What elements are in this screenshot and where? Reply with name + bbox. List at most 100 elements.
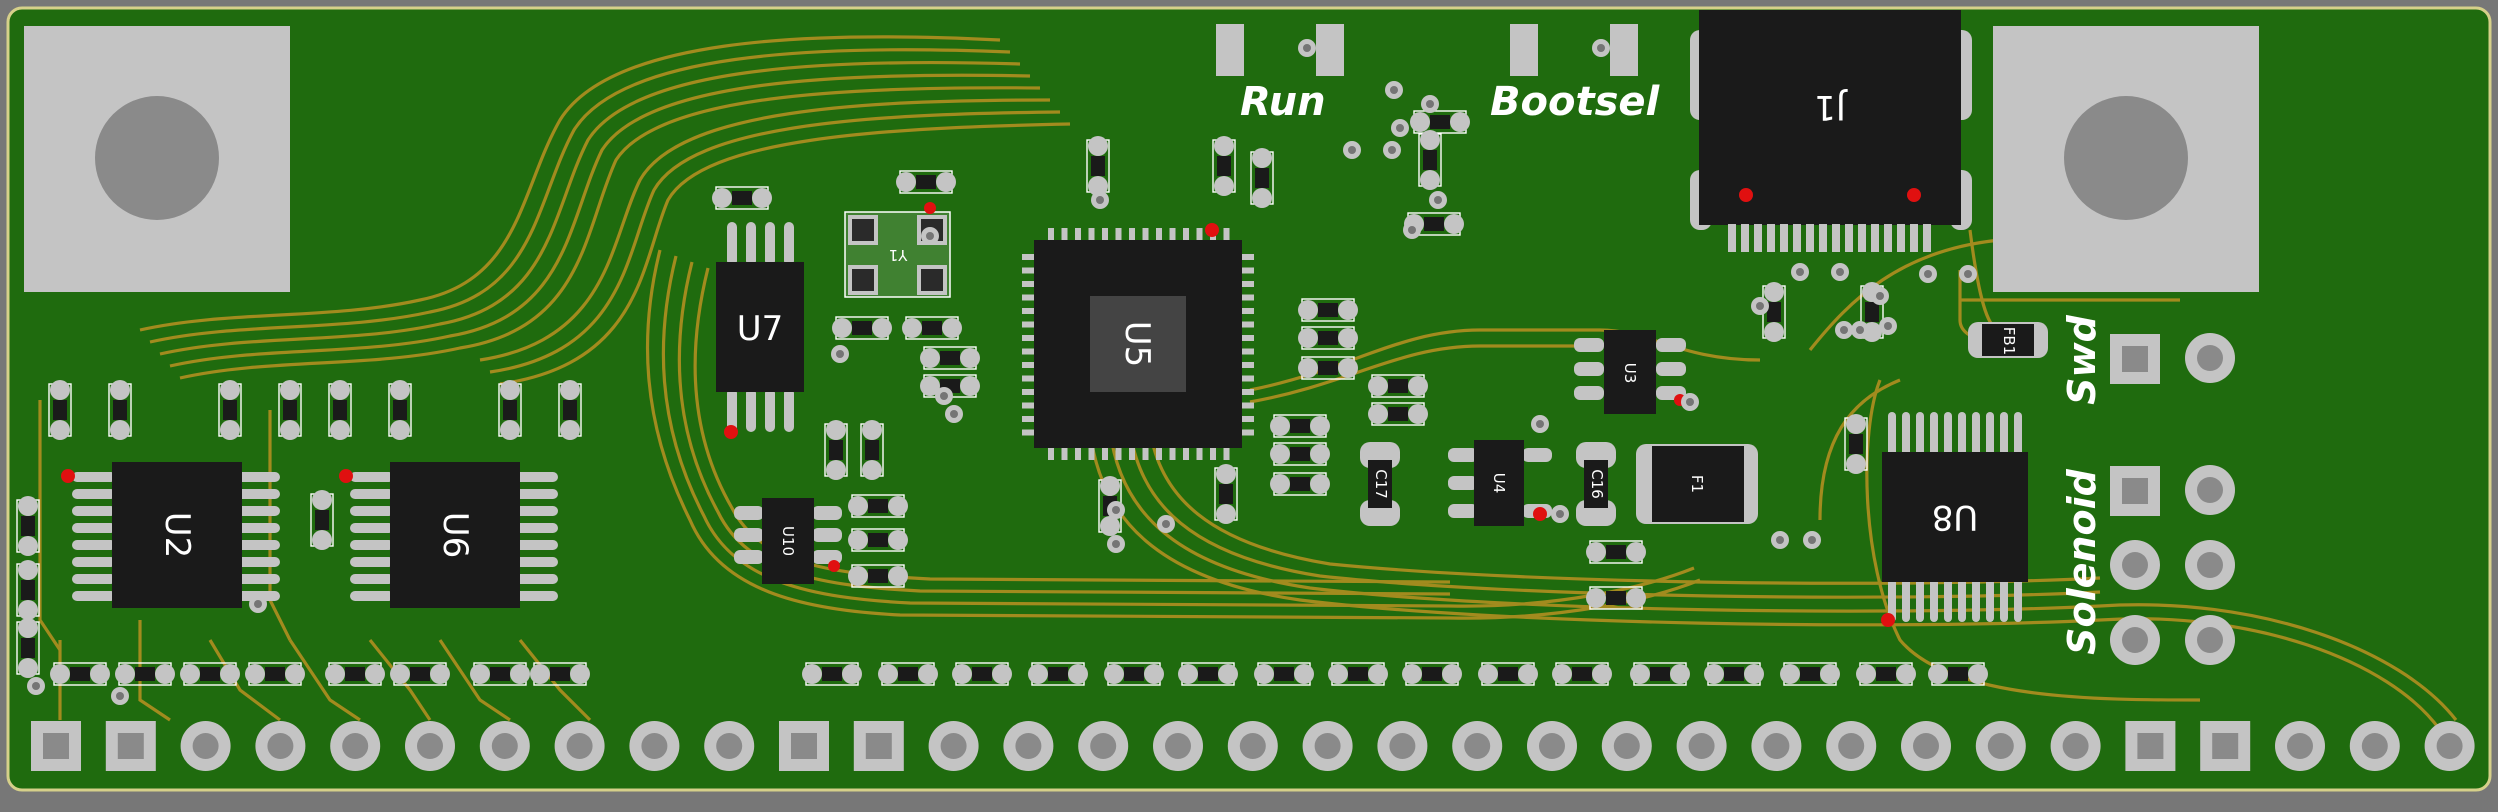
u7-label: U7 (737, 309, 784, 349)
passive-footprint (1086, 136, 1110, 196)
u8-label: U8 (1932, 497, 1979, 537)
u4-label: U4 (1490, 473, 1508, 494)
c17-label: C17 (1372, 469, 1390, 499)
passive-footprint (1270, 442, 1330, 466)
mounting-hole-right (1993, 26, 2259, 292)
passive-footprint (1856, 662, 1916, 686)
passive-footprint (48, 380, 72, 440)
passive-footprint (1368, 402, 1428, 426)
passive-footprint (1844, 414, 1868, 474)
passive-footprint (530, 662, 590, 686)
passive-footprint (390, 662, 450, 686)
passive-footprint (498, 380, 522, 440)
ic-u4: U4 (1448, 440, 1552, 526)
passive-footprint (180, 662, 240, 686)
bootsel-button-pads: Bootsel (1490, 24, 1661, 125)
u5-label: U5 (1117, 321, 1157, 368)
j1-label: J1 (1814, 87, 1848, 127)
passive-footprint (245, 662, 305, 686)
passive-footprint (848, 564, 908, 588)
passive-footprint (1254, 662, 1314, 686)
passive-footprint (920, 346, 980, 370)
fb1-label: FB1 (2000, 327, 2018, 355)
passive-footprint (1704, 662, 1764, 686)
passive-footprint (1780, 662, 1840, 686)
bootsel-label: Bootsel (1490, 79, 1661, 125)
passive-footprint (1298, 298, 1358, 322)
passive-footprint (1028, 662, 1088, 686)
swd-header: Swd (2060, 314, 2235, 405)
passive-footprint (1298, 326, 1358, 350)
y1-label: Y1 (889, 246, 909, 264)
passive-footprint (1270, 472, 1330, 496)
ic-u6: U6 (339, 462, 558, 608)
fuse-f1: F1 (1636, 444, 1758, 524)
mounting-hole-left (24, 26, 290, 292)
passive-footprint (310, 490, 334, 550)
u6-label: U6 (435, 512, 475, 559)
passive-footprint (952, 662, 1012, 686)
passive-footprint (1478, 662, 1538, 686)
passive-footprint (1552, 662, 1612, 686)
passive-footprint (1212, 136, 1236, 196)
passive-footprint (470, 662, 530, 686)
passive-footprint (1418, 130, 1442, 190)
passive-footprint (848, 494, 908, 518)
bottom-pin-header (31, 721, 2475, 771)
passive-footprint (1762, 282, 1786, 342)
capacitor-c17: C17 (1360, 442, 1400, 526)
u10-label: U10 (779, 526, 797, 556)
u2-label: U2 (157, 512, 197, 559)
passive-footprint (1104, 662, 1164, 686)
passive-footprint (1328, 662, 1388, 686)
ic-u2: U2 (61, 462, 280, 608)
passive-footprint (1586, 540, 1646, 564)
passive-footprint (1630, 662, 1690, 686)
passive-footprint (824, 420, 848, 480)
passive-footprint (1410, 110, 1470, 134)
passive-footprint (832, 316, 892, 340)
u3-label: U3 (1621, 363, 1639, 384)
passive-footprint (1586, 586, 1646, 610)
passive-footprint (558, 380, 582, 440)
mcu-u5: U5 (1022, 223, 1254, 460)
passive-footprint (896, 170, 956, 194)
passive-footprint (16, 560, 40, 620)
passive-footprint (848, 528, 908, 552)
passive-footprint (115, 662, 175, 686)
passive-footprint (16, 496, 40, 556)
passive-footprint (108, 380, 132, 440)
passive-footprint (50, 662, 110, 686)
passive-footprint (712, 186, 772, 210)
passive-footprint (1270, 414, 1330, 438)
run-label: Run (1240, 79, 1326, 125)
passive-footprint (278, 380, 302, 440)
passive-footprint (878, 662, 938, 686)
passive-footprint (1214, 464, 1238, 524)
crystal-y1: Y1 (844, 202, 951, 298)
ic-u10: U10 (734, 498, 842, 584)
ic-u3: U3 (1574, 330, 1686, 414)
passive-footprint (328, 380, 352, 440)
passive-footprint (16, 618, 40, 678)
passive-footprint (1178, 662, 1238, 686)
passive-footprint (218, 380, 242, 440)
ferrite-fb1: FB1 (1968, 322, 2048, 358)
passive-footprint (902, 316, 962, 340)
c16-label: C16 (1588, 469, 1606, 499)
solenoid-header: Solenoid (2060, 465, 2235, 665)
f1-label: F1 (1688, 475, 1706, 493)
passive-footprint (1368, 374, 1428, 398)
passive-components (16, 81, 1988, 705)
passive-footprint (1298, 356, 1358, 380)
passive-footprint (1250, 148, 1274, 208)
passive-footprint (1402, 662, 1462, 686)
passive-footprint (388, 380, 412, 440)
run-button-pads: Run (1216, 24, 1344, 125)
passive-footprint (325, 662, 385, 686)
passive-footprint (802, 662, 862, 686)
ic-u7: U7 (716, 222, 804, 439)
usb-connector-j1: J1 (1690, 10, 1972, 252)
capacitor-c16: C16 (1576, 442, 1616, 526)
